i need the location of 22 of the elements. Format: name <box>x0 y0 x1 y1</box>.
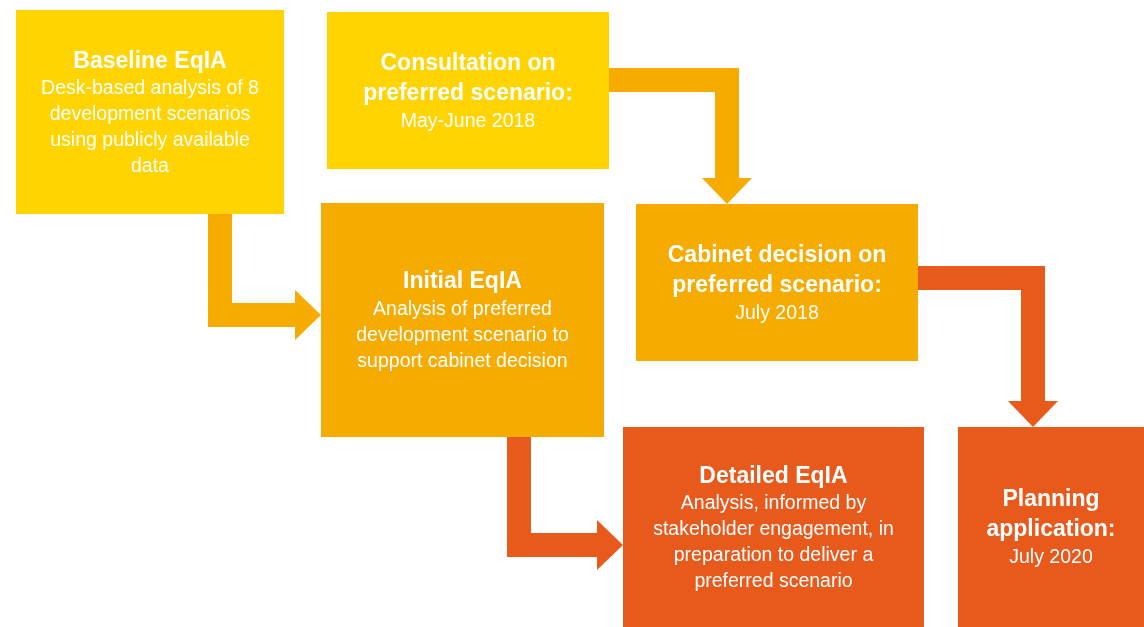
process-box <box>321 203 604 437</box>
bent-arrow <box>507 437 623 570</box>
process-box <box>16 10 284 214</box>
bent-arrow <box>609 68 752 204</box>
process-box <box>327 12 609 169</box>
step-description: Analysis, informed by stakeholder engagement, in preparation to deliver a preferred scenario <box>652 490 895 593</box>
step-description: July 2018 <box>735 299 819 325</box>
step-description: Analysis of preferred development scenario to support cabinet decision <box>355 296 570 373</box>
step-heading: Cabinet decision on preferred scenario: <box>666 239 888 299</box>
process-box <box>623 427 924 627</box>
step-heading: Detailed EqIA <box>699 460 848 490</box>
process-box <box>636 204 918 361</box>
step-heading: Initial EqIA <box>403 266 522 296</box>
step-description: July 2020 <box>1009 544 1093 569</box>
step-description: Desk-based analysis of 8 development scenarios using publicly available data <box>40 75 260 178</box>
process-box <box>958 427 1144 627</box>
step-heading: Consultation on preferred scenario: <box>362 47 574 107</box>
step-heading: Baseline EqIA <box>73 45 227 75</box>
step-heading: Planning application: <box>985 484 1117 544</box>
bent-arrow <box>918 266 1058 427</box>
bent-arrow <box>208 214 321 340</box>
step-description: May-June 2018 <box>400 107 536 133</box>
